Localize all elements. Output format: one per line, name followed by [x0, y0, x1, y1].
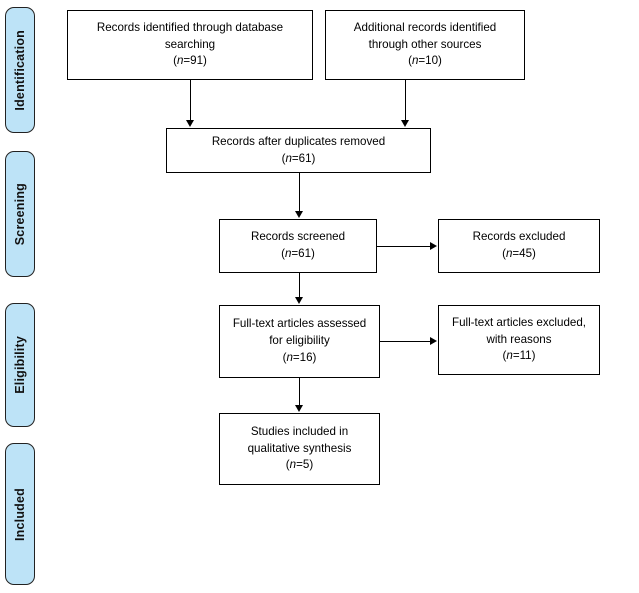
box-count: (n=11): [502, 349, 536, 363]
box-count: (n=61): [281, 151, 316, 165]
box-count: (n=16): [282, 350, 317, 364]
box-studies-included: Studies included in qualitative synthesi…: [219, 413, 380, 485]
arrowhead-other-sources-to-duplicates: [400, 120, 409, 127]
arrowhead-fulltext-to-excluded: [430, 337, 437, 345]
box-fulltext-articles-assessed: Full-text articles assessed for eligibil…: [219, 305, 380, 378]
box-line-1: Additional records identified: [353, 20, 497, 34]
box-count: (n=61): [281, 247, 315, 260]
stage-tab-included: Included: [5, 443, 35, 585]
box-line-2: searching: [164, 37, 216, 51]
stage-tab-identification: Identification: [5, 7, 35, 133]
box-line-2: for eligibility: [269, 334, 330, 348]
arrowhead-duplicates-to-screened: [294, 211, 303, 218]
box-line-1: Full-text articles excluded,: [451, 315, 587, 329]
box-records-after-duplicates-removed: Records after duplicates removed (n=61): [166, 128, 431, 173]
box-line-2: with reasons: [486, 332, 552, 346]
connector-duplicates-to-screened: [299, 173, 300, 212]
arrowhead-fulltext-to-included: [294, 405, 303, 412]
arrowhead-database-to-duplicates: [185, 120, 194, 127]
box-records-excluded: Records excluded (n=45): [438, 219, 600, 273]
box-count: (n=91): [173, 54, 207, 68]
box-records-screened: Records screened (n=61): [219, 219, 377, 273]
stage-tab-screening: Screening: [5, 151, 35, 277]
connector-screened-to-excluded: [377, 246, 431, 247]
box-additional-records-other-sources: Additional records identified through ot…: [325, 10, 525, 80]
stage-label-screening: Screening: [13, 182, 27, 246]
box-line-1: Full-text articles assessed: [232, 317, 367, 331]
box-count: (n=10): [408, 54, 442, 68]
stage-tab-eligibility: Eligibility: [5, 303, 35, 427]
connector-database-to-duplicates: [190, 80, 191, 121]
box-line-1: Records screened: [250, 230, 346, 244]
box-line-1: Records excluded: [472, 230, 566, 244]
box-line-1: Records identified through database: [96, 20, 284, 34]
arrowhead-screened-to-excluded: [430, 242, 437, 250]
box-count: (n=5): [285, 458, 314, 472]
box-line-1: Studies included in: [250, 424, 349, 438]
arrowhead-screened-to-fulltext: [294, 297, 303, 304]
box-fulltext-articles-excluded: Full-text articles excluded, with reason…: [438, 305, 600, 375]
stage-label-identification: Identification: [13, 29, 27, 111]
stage-label-included: Included: [13, 487, 27, 541]
connector-other-sources-to-duplicates: [405, 80, 406, 121]
box-line-1: Records after duplicates removed: [211, 134, 386, 148]
stage-label-eligibility: Eligibility: [13, 336, 27, 394]
box-line-2: through other sources: [368, 37, 482, 51]
connector-fulltext-to-included: [299, 378, 300, 406]
box-line-2: qualitative synthesis: [247, 441, 352, 455]
connector-screened-to-fulltext: [299, 273, 300, 298]
box-count: (n=45): [502, 247, 536, 260]
box-records-identified-database: Records identified through database sear…: [67, 10, 313, 80]
connector-fulltext-to-excluded: [380, 341, 431, 342]
